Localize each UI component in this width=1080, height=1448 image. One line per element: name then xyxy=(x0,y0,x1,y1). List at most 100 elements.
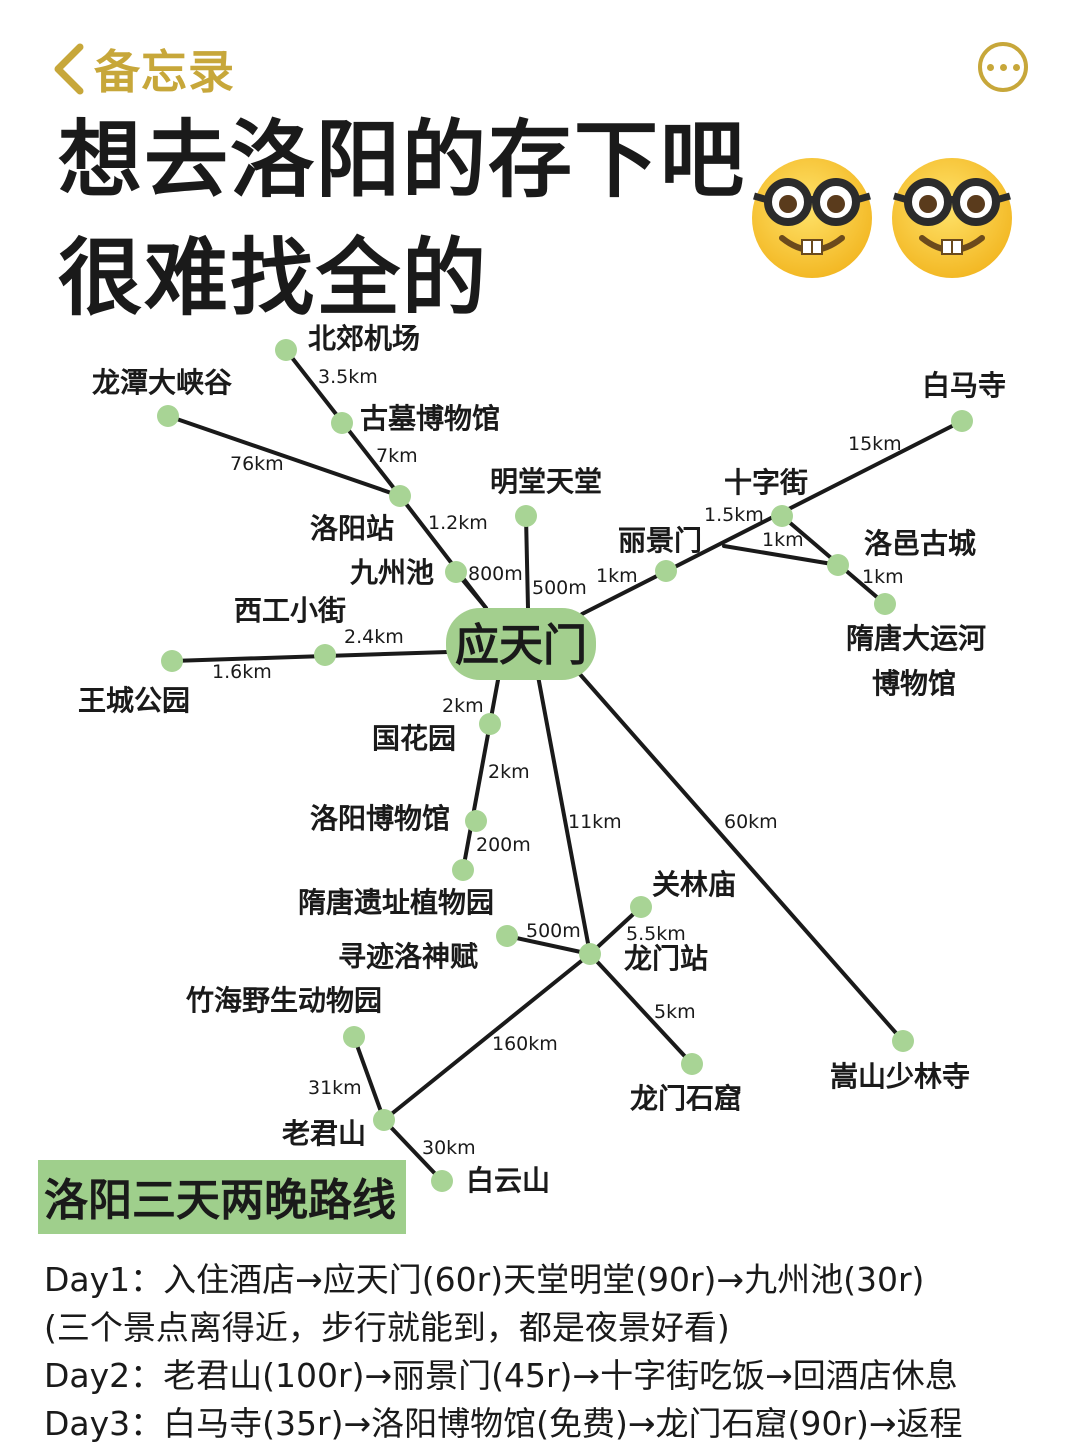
distance-label: 76km xyxy=(230,453,284,475)
edge xyxy=(170,650,450,663)
distance-label: 1.2km xyxy=(428,512,488,534)
label-longmen-shiku: 龙门石窟 xyxy=(630,1082,742,1115)
distance-label: 1.6km xyxy=(212,661,272,683)
label-suitang-yunhe: 隋唐大运河 xyxy=(846,622,986,655)
more-options-icon[interactable] xyxy=(978,42,1028,92)
label-gumu: 古墓博物馆 xyxy=(360,402,500,435)
page-title-line-2: 很难找全的 xyxy=(58,229,489,327)
edge xyxy=(588,905,643,956)
label-longmenzhan: 龙门站 xyxy=(624,942,708,975)
map-nodes xyxy=(157,339,973,1192)
label-longtan: 龙潭大峡谷 xyxy=(92,366,233,399)
route-day1-note: (三个景点离得近，步行就能到，都是夜景好看) xyxy=(44,1308,730,1347)
page-title-line-1: 想去洛阳的存下吧 xyxy=(58,111,747,209)
node-jiuzhouchi xyxy=(445,561,467,583)
node-baimasi xyxy=(951,410,973,432)
node-longtan xyxy=(157,405,179,427)
node-longmen-shiku xyxy=(681,1053,703,1075)
distance-label: 5.5km xyxy=(626,923,686,945)
label-xunji: 寻迹洛神赋 xyxy=(338,940,478,973)
node-labels: 北郊机场 龙潭大峡谷 古墓博物馆 洛阳站 九州池 明堂天堂 丽景门 十字街 白马… xyxy=(78,322,1006,1197)
edge xyxy=(461,678,500,872)
top-bar: 备忘录 xyxy=(0,0,1080,110)
label-songshan: 嵩山少林寺 xyxy=(830,1060,970,1093)
label-guohuayuan: 国花园 xyxy=(372,722,456,755)
distance-label: 200m xyxy=(476,834,531,856)
node-shizijie xyxy=(771,505,793,527)
label-lijingmen: 丽景门 xyxy=(618,524,702,557)
node-baiyunshan xyxy=(431,1170,453,1192)
label-suitang-yizhi: 隋唐遗址植物园 xyxy=(298,886,494,919)
label-luoyangzhan: 洛阳站 xyxy=(310,512,394,545)
distance-label: 160km xyxy=(492,1033,558,1055)
node-beijiao xyxy=(275,339,297,361)
node-gumu xyxy=(331,412,353,434)
edge xyxy=(382,1118,444,1183)
distance-label: 2km xyxy=(488,761,530,783)
edge xyxy=(382,952,592,1122)
node-lijingmen xyxy=(655,560,677,582)
node-longmenzhan xyxy=(579,943,601,965)
label-suitang-yunhe-2: 博物馆 xyxy=(872,667,956,700)
distance-label: 500m xyxy=(532,577,587,599)
route-day2: Day2：老君山(100r)→丽景门(45r)→十字街吃饭→回酒店休息 xyxy=(44,1356,958,1395)
edge xyxy=(722,544,840,567)
distance-label: 500m xyxy=(526,920,581,942)
node-xigong xyxy=(314,644,336,666)
distance-label: 5km xyxy=(654,1001,696,1023)
label-jiuzhouchi: 九州池 xyxy=(350,556,434,589)
hub-label: 应天门 xyxy=(455,620,587,671)
label-laojunshan: 老君山 xyxy=(282,1117,366,1150)
route-day1: Day1：入住酒店→应天门(60r)天堂明堂(90r)→九州池(30r) xyxy=(44,1260,925,1299)
distance-label: 1.5km xyxy=(704,504,764,526)
nerd-face-icon xyxy=(892,158,1012,278)
back-label: 备忘录 xyxy=(94,45,235,99)
node-luoyang-bwg xyxy=(465,810,487,832)
route-day3: Day3：白马寺(35r)→洛阳博物馆(免费)→龙门石窟(90r)→返程 xyxy=(44,1404,963,1443)
node-zhuhai xyxy=(343,1026,365,1048)
label-mingtang: 明堂天堂 xyxy=(490,465,602,498)
distance-labels: 3.5km 76km 7km 1.2km 800m 500m 1km 1.5km… xyxy=(212,366,904,1159)
node-laojunshan xyxy=(373,1109,395,1131)
distance-label: 1km xyxy=(862,566,904,588)
label-beijiao: 北郊机场 xyxy=(308,322,420,355)
label-luoyi: 洛邑古城 xyxy=(864,527,976,560)
hub-node xyxy=(446,608,596,680)
label-baimasi: 白马寺 xyxy=(922,369,1006,402)
node-guohuayuan xyxy=(479,713,501,735)
distance-label: 30km xyxy=(422,1137,476,1159)
distance-label: 800m xyxy=(468,563,523,585)
node-wangcheng xyxy=(161,650,183,672)
distance-label: 15km xyxy=(848,433,902,455)
edge xyxy=(576,670,905,1043)
distance-label: 3.5km xyxy=(318,366,378,388)
node-mingtang xyxy=(515,505,537,527)
distance-label: 7km xyxy=(376,445,418,467)
edge xyxy=(352,1035,386,1122)
edge xyxy=(524,514,530,610)
label-xigong: 西工小街 xyxy=(234,594,346,627)
distance-label: 1km xyxy=(596,565,638,587)
label-zhuhai: 竹海野生动物园 xyxy=(185,984,382,1017)
label-luoyang-bwg: 洛阳博物馆 xyxy=(310,802,450,835)
distance-label: 1km xyxy=(762,529,804,551)
label-guanlinmiao: 关林庙 xyxy=(652,868,736,901)
distance-label: 31km xyxy=(308,1077,362,1099)
edge xyxy=(536,674,592,956)
node-songshan xyxy=(892,1030,914,1052)
label-baiyunshan: 白云山 xyxy=(466,1164,550,1197)
node-xunji xyxy=(496,925,518,947)
label-shizijie: 十字街 xyxy=(724,466,808,499)
distance-label: 2.4km xyxy=(344,626,404,648)
node-luoyangzhan xyxy=(389,485,411,507)
edge xyxy=(505,934,592,956)
edge xyxy=(166,414,402,498)
route-map: 应天门 北郊机场 龙潭大峡谷 古墓博物馆 洛阳站 九州池 明堂天堂 丽景门 十字… xyxy=(78,322,1006,1197)
distance-label: 60km xyxy=(724,811,778,833)
distance-label: 2km xyxy=(442,695,484,717)
back-button[interactable]: 备忘录 xyxy=(50,36,235,102)
edge xyxy=(588,952,694,1066)
route-title: 洛阳三天两晚路线 xyxy=(38,1160,406,1234)
distance-label: 11km xyxy=(568,811,622,833)
label-wangcheng: 王城公园 xyxy=(78,684,190,717)
